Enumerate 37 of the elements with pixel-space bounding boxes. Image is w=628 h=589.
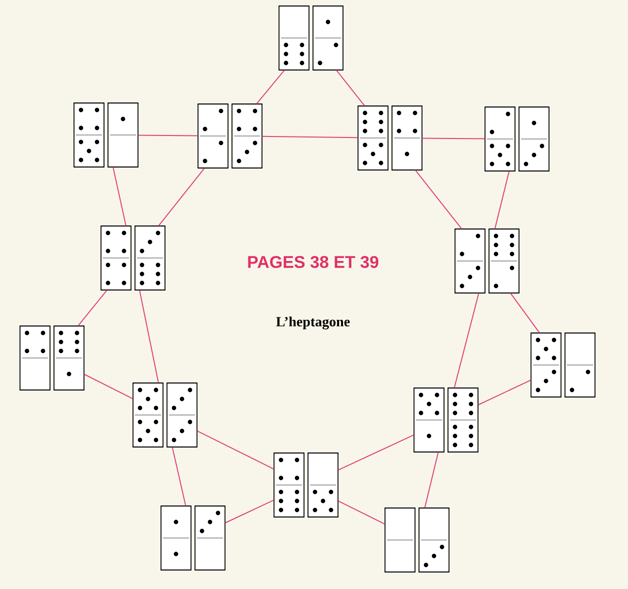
domino-pair-drawing	[20, 326, 84, 390]
domino-pair-drawing	[484, 106, 550, 172]
domino-pair-drawing	[414, 388, 478, 452]
domino-pair-drawing	[358, 106, 422, 170]
connector-line	[84, 374, 134, 400]
connector-line	[224, 500, 274, 524]
domino-pair-drawing	[274, 452, 338, 518]
domino-pair-drawing	[132, 382, 198, 448]
domino-pair-drawing	[100, 226, 166, 290]
connector-line	[422, 138, 486, 140]
connector-line	[338, 434, 414, 471]
connector-line	[478, 380, 532, 406]
domino-pair-drawing	[454, 228, 520, 294]
connector-line	[424, 452, 439, 508]
connector-line	[336, 70, 366, 106]
title: PAGES 38 ET 39	[248, 256, 378, 268]
connector-line	[196, 430, 274, 470]
connector-line	[112, 166, 126, 226]
connector-line	[510, 292, 540, 334]
subtitle: L’heptagone	[276, 316, 350, 330]
domino-pair-drawing	[198, 104, 262, 168]
domino-pair-drawing	[160, 506, 226, 570]
connector-line	[338, 500, 386, 525]
domino-pair-drawing	[278, 6, 344, 70]
connector-line	[414, 170, 462, 230]
connector-line	[138, 134, 198, 136]
connector-line	[78, 290, 108, 326]
domino-pair-drawing	[74, 102, 138, 168]
connector-line	[139, 290, 159, 384]
connector-line	[494, 170, 510, 230]
connector-line	[158, 168, 205, 226]
connector-line	[454, 292, 480, 388]
connector-line	[256, 70, 285, 104]
domino-pair-drawing	[530, 332, 596, 398]
connector-line	[262, 136, 358, 138]
connector-line	[172, 446, 186, 506]
domino-pair-drawing	[384, 508, 450, 572]
